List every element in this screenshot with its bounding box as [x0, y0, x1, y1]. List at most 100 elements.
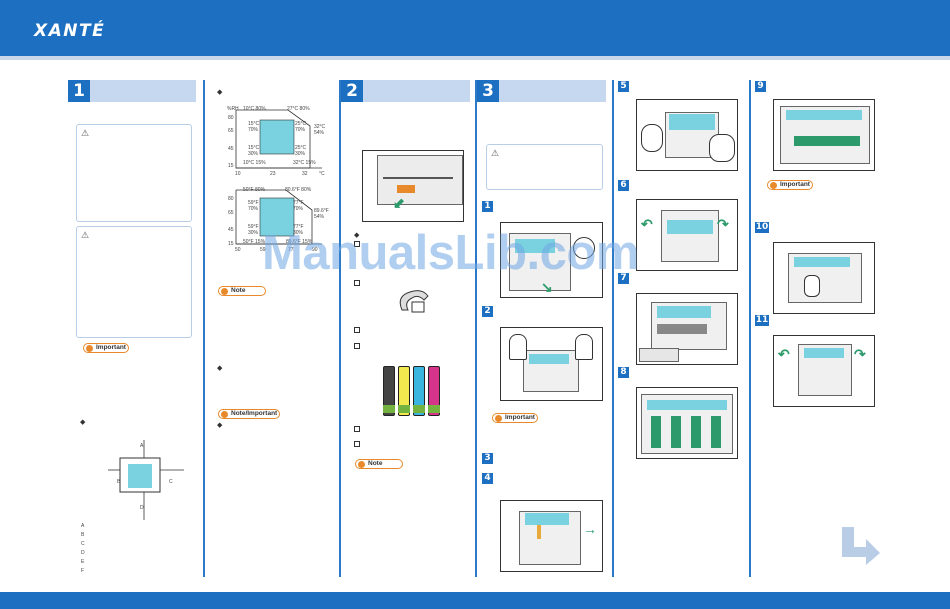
recommended-range — [259, 197, 295, 237]
chart2-inner-tr-a: 77°F — [293, 200, 304, 206]
chart1-inner-br-a: 25°C — [295, 145, 307, 151]
legend-f: F — [81, 568, 85, 574]
column-divider — [339, 80, 341, 577]
chart1-x-tick: 10 — [235, 171, 241, 177]
bullet-icon: ◆ — [217, 365, 223, 372]
range-outline — [235, 189, 313, 245]
step-6-number: 6 — [618, 180, 629, 191]
chart1-y-unit: %RH — [227, 106, 239, 112]
header-bar: XANTÉ — [0, 0, 950, 60]
step-8-number: 8 — [618, 367, 629, 378]
chart2-y-tick: 15 — [228, 241, 234, 247]
step-2-illustration — [500, 327, 603, 401]
chart1-inner-bl-b: 30% — [248, 151, 259, 157]
range-outline — [235, 109, 311, 169]
chart1-inner-br-b: 30% — [295, 151, 306, 157]
checkbox-icon — [354, 343, 360, 349]
important-icon — [495, 415, 502, 422]
chart2-x-tick: 50 — [235, 247, 241, 253]
checkbox-icon — [354, 327, 360, 333]
toner-lever — [651, 416, 661, 448]
printer-lid — [525, 513, 569, 525]
drum-units — [657, 324, 707, 334]
chart1-y-tick: 45 — [228, 146, 234, 152]
printer-lid — [529, 354, 569, 364]
chart1-y-tick: 15 — [228, 163, 234, 169]
step-9-illustration — [773, 99, 875, 171]
toner-tray — [667, 220, 713, 234]
chart1-y-tick: 80 — [228, 115, 234, 121]
tray-illustration: ⬋ — [362, 150, 464, 222]
toner-cartridges — [794, 136, 860, 146]
important-text: Important — [505, 414, 535, 421]
hand-right-figure — [709, 134, 735, 162]
legend-b: B — [81, 532, 85, 538]
bullet-icon: ◆ — [80, 419, 86, 426]
environment-chart-celsius — [235, 109, 322, 169]
step-7-number: 7 — [618, 273, 629, 284]
step-10-number: 10 — [755, 222, 769, 233]
bullet-icon: ◆ — [217, 89, 223, 96]
important-text: Important — [780, 181, 810, 188]
chart2-inner-tr-b: 70% — [293, 206, 304, 212]
section-1-title-bar — [90, 80, 196, 102]
chart1-inner-bl-a: 15°C — [248, 145, 260, 151]
step-6-illustration: ↶ ↷ — [636, 199, 738, 271]
important-icon — [86, 345, 93, 352]
tray-tab — [397, 185, 415, 193]
chart1-x-tick: 32 — [302, 171, 308, 177]
release-lever — [537, 525, 541, 539]
chart2-corner-r-b: 54% — [314, 214, 325, 220]
next-page-arrow-icon[interactable] — [836, 525, 882, 565]
chart2-y-tick: 80 — [228, 196, 234, 202]
xante-logo: XANTÉ — [34, 21, 106, 41]
toner-row — [647, 400, 727, 410]
hand-figure — [804, 275, 820, 297]
step-5-illustration — [636, 99, 738, 171]
bullet-icon: ◆ — [354, 232, 360, 239]
printer-lid — [804, 348, 844, 358]
caution-box-2: ⚠ — [76, 226, 192, 338]
step-10-illustration — [773, 242, 875, 314]
chart1-corner-r-b: 54% — [314, 130, 325, 136]
step-11-illustration: ↶ ↷ — [773, 335, 875, 407]
column-divider — [203, 80, 205, 577]
chart2-y-tick: 45 — [228, 227, 234, 233]
chart2-corner-tr: 80.6°F 80% — [285, 187, 312, 193]
column-divider — [475, 80, 477, 577]
step-4-illustration: → — [500, 500, 603, 572]
chart2-x-tick: 59 — [260, 247, 266, 253]
chart2-inner-br-a: 77°F — [293, 224, 304, 230]
toner-cartridge-black — [383, 366, 395, 416]
printer-lid — [515, 239, 555, 253]
note-icon — [221, 288, 228, 295]
clearance-diagram — [108, 440, 184, 520]
recommended-range — [259, 119, 295, 155]
cable-icon — [399, 290, 429, 313]
pull-arrow-icon: ⬋ — [393, 195, 405, 211]
chart2-x-tick: 90 — [312, 247, 318, 253]
chart2-inner-bl-a: 59°F — [248, 224, 259, 230]
important-text: Important — [96, 344, 126, 351]
printer-body — [128, 464, 152, 488]
note-important-text: Note/Important — [231, 410, 278, 417]
clearance-label-b: B — [117, 479, 121, 485]
chart1-corner-br: 32°C 15% — [293, 160, 316, 166]
printer-body — [661, 210, 719, 262]
chart1-corner-r-a: 32°C — [314, 124, 326, 130]
chart1-corner-tl: 10°C 80% — [243, 106, 266, 112]
step-9-number: 9 — [755, 81, 766, 92]
person-right-figure — [575, 334, 593, 360]
step-1-number: 1 — [482, 201, 493, 212]
column-divider — [612, 80, 614, 577]
column-divider — [749, 80, 751, 577]
step-4-number: 4 — [482, 473, 493, 484]
rotate-arrow-icon: ↷ — [854, 346, 866, 362]
bullet-icon: ◆ — [217, 422, 223, 429]
toner-cartridge-cyan — [413, 366, 425, 416]
important-icon — [770, 182, 777, 189]
note-important-label: Note/Important — [218, 409, 280, 419]
chart2-corner-br: 89.6°F 15% — [286, 239, 313, 245]
caution-box-3: ⚠ — [486, 144, 603, 190]
legend-a: A — [81, 523, 85, 529]
